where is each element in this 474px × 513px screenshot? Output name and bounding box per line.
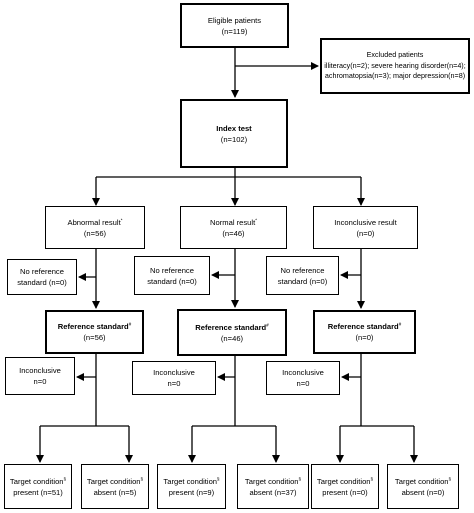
excluded-line1: illiteracy(n=2); severe hearing disorder… <box>324 60 466 70</box>
inconclusive-box-3: Inconclusive n=0 <box>266 361 340 395</box>
no-reference-line1: No reference <box>280 265 325 275</box>
target-present-box-3: Target condition§ present (n=0) <box>311 464 379 509</box>
normal-result-count: (n=46) <box>222 228 245 238</box>
reference-standard-count: (n=56) <box>83 333 106 342</box>
target-present-value: present (n=0) <box>322 487 368 497</box>
no-reference-line2: standard (n=0) <box>147 276 197 286</box>
inconclusive-label: Inconclusive <box>19 366 61 375</box>
target-absent-box-3: Target condition§ absent (n=0) <box>387 464 459 509</box>
target-condition-mark: § <box>298 475 302 481</box>
no-reference-box-3: No reference standard (n=0) <box>266 256 339 295</box>
target-condition-mark: § <box>370 475 374 481</box>
no-reference-line2: standard (n=0) <box>277 276 328 286</box>
reference-standard-mark: # <box>266 321 269 327</box>
excluded-patients-box: Excluded patients illiteracy(n=2); sever… <box>320 38 470 94</box>
eligible-patients-box: Eligible patients (n=119) <box>180 3 289 48</box>
reference-standard-mark: # <box>128 321 132 327</box>
target-absent-value: absent (n=5) <box>93 487 137 497</box>
abnormal-result-mark: * <box>120 216 123 222</box>
target-condition-mark: § <box>63 475 67 481</box>
target-condition-label: Target condition <box>163 476 218 486</box>
target-absent-value: absent (n=37) <box>249 487 297 497</box>
eligible-count: (n=119) <box>221 26 248 36</box>
excluded-title: Excluded patients <box>366 50 424 60</box>
inconclusive-result-count: (n=0) <box>356 228 375 238</box>
normal-result-label: Normal result <box>210 217 256 227</box>
reference-standard-label: Reference standard <box>195 322 267 332</box>
no-reference-box-2: No reference standard (n=0) <box>134 256 210 295</box>
reference-standard-mark: # <box>398 321 402 327</box>
normal-result-mark: * <box>255 216 257 222</box>
inconclusive-count: n=0 <box>296 379 310 388</box>
index-test-count: (n=102) <box>220 134 248 144</box>
index-test-title: Index test <box>216 123 252 133</box>
reference-standard-count: (n=46) <box>220 333 244 343</box>
reference-standard-box-1: Reference standard# (n=56) <box>45 310 144 354</box>
inconclusive-label: Inconclusive <box>153 368 195 377</box>
reference-standard-box-3: Reference standard# (n=0) <box>313 310 416 354</box>
no-reference-box-1: No reference standard (n=0) <box>7 259 77 295</box>
inconclusive-result-label: Inconclusive result <box>334 217 397 227</box>
no-reference-line1: No reference <box>20 267 64 276</box>
inconclusive-count: n=0 <box>33 377 47 386</box>
target-absent-box-1: Target condition§ absent (n=5) <box>81 464 149 509</box>
abnormal-result-box: Abnormal result* (n=56) <box>45 206 145 249</box>
target-condition-mark: § <box>217 475 220 481</box>
no-reference-line1: No reference <box>150 265 194 275</box>
index-test-box: Index test (n=102) <box>180 99 288 168</box>
target-absent-box-2: Target condition§ absent (n=37) <box>237 464 309 509</box>
target-present-value: present (n=9) <box>168 487 215 497</box>
normal-result-box: Normal result* (n=46) <box>180 206 287 249</box>
reference-standard-label: Reference standard <box>57 322 129 331</box>
inconclusive-label: Inconclusive <box>282 368 324 377</box>
target-condition-label: Target condition <box>394 476 449 486</box>
target-absent-value: absent (n=0) <box>401 487 445 497</box>
target-present-box-1: Target condition§ present (n=51) <box>4 464 72 509</box>
reference-standard-box-2: Reference standard# (n=46) <box>177 309 287 356</box>
inconclusive-box-2: Inconclusive n=0 <box>132 361 216 395</box>
inconclusive-box-1: Inconclusive n=0 <box>5 357 75 395</box>
target-condition-label: Target condition <box>9 476 64 486</box>
reference-standard-label: Reference standard <box>327 322 399 331</box>
inconclusive-result-box: Inconclusive result (n=0) <box>313 206 418 249</box>
reference-standard-count: (n=0) <box>355 333 374 342</box>
no-reference-line2: standard (n=0) <box>17 278 67 287</box>
target-condition-label: Target condition <box>86 476 141 486</box>
target-condition-label: Target condition <box>316 476 371 486</box>
target-condition-label: Target condition <box>244 476 299 486</box>
target-condition-mark: § <box>448 475 452 481</box>
abnormal-result-count: (n=56) <box>83 228 107 238</box>
eligible-title: Eligible patients <box>207 15 262 25</box>
excluded-line2: achromatopsia(n=3); major depression(n=8… <box>324 71 466 81</box>
abnormal-result-label: Abnormal result <box>67 217 121 227</box>
target-present-value: present (n=51) <box>13 487 63 497</box>
inconclusive-count: n=0 <box>167 379 181 388</box>
target-condition-mark: § <box>140 475 144 481</box>
target-present-box-2: Target condition§ present (n=9) <box>157 464 226 509</box>
